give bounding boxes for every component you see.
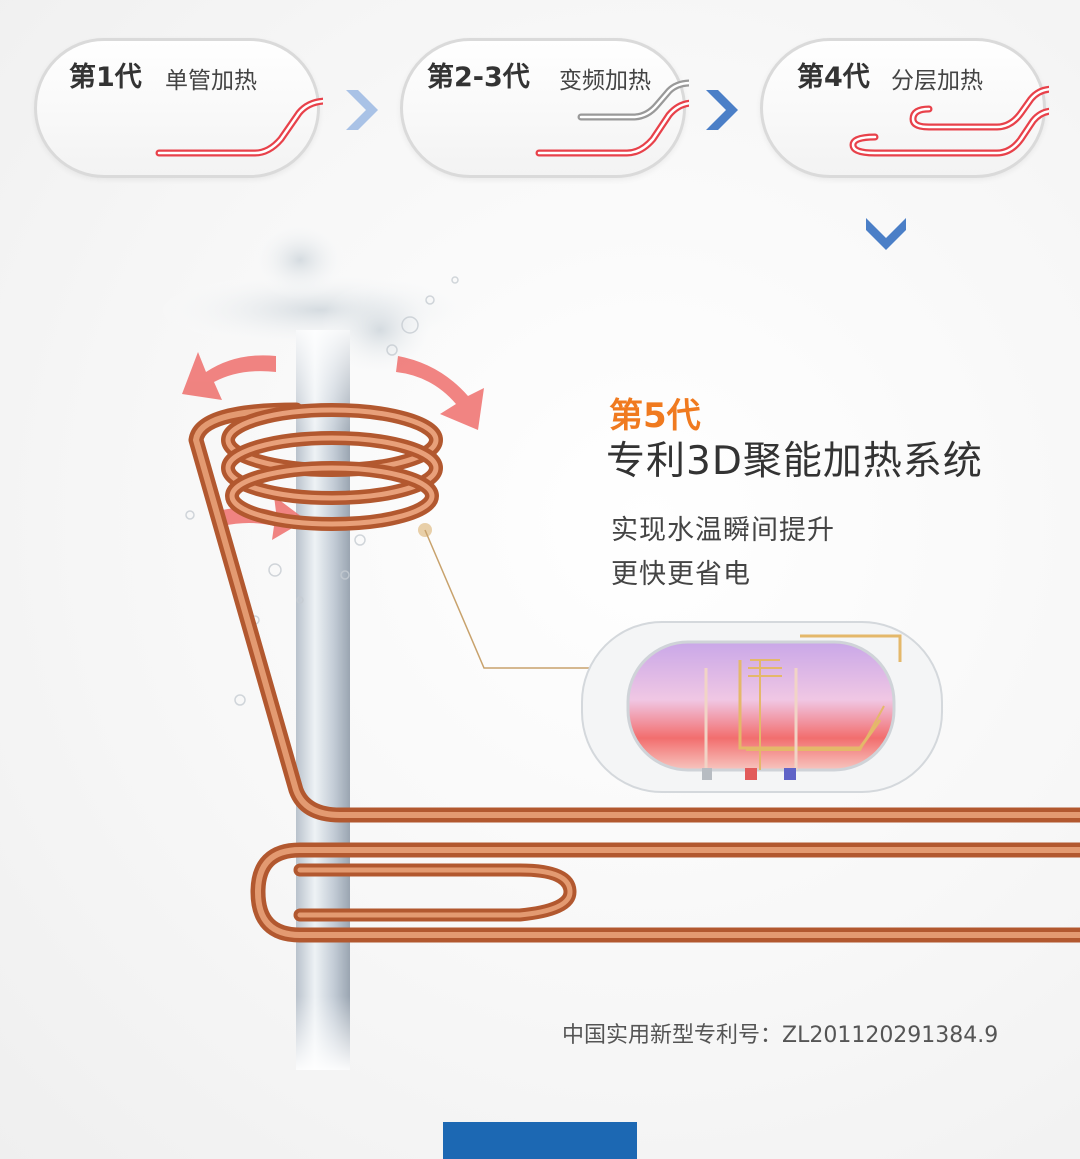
gen-card-2: 第2-3代 变频加热 <box>400 38 689 178</box>
gen-desc: 单管加热 <box>165 68 257 94</box>
generation-5-label: 第5代 <box>609 396 701 436</box>
patent-number: 中国实用新型专利号：ZL201120291384.9 <box>562 1023 999 1048</box>
chevron-right-icon <box>346 90 378 130</box>
layered-heater-icon <box>849 85 1049 157</box>
heating-coil-illustration <box>150 220 1080 1070</box>
system-title: 专利3D聚能加热系统 <box>606 439 983 484</box>
chevron-down-icon <box>866 218 906 250</box>
feature-line-2: 更快更省电 <box>611 559 751 590</box>
feature-line-1: 实现水温瞬间提升 <box>611 515 835 546</box>
gen-name: 第1代 <box>69 62 142 93</box>
gen-desc: 变频加热 <box>559 68 651 94</box>
gen-card-1: 第1代 单管加热 <box>34 38 323 178</box>
chevron-right-icon <box>706 90 738 130</box>
single-tube-heater-icon <box>155 97 323 157</box>
gen-name: 第2-3代 <box>427 62 530 93</box>
bottom-bar <box>443 1122 637 1159</box>
gen-desc: 分层加热 <box>891 68 983 94</box>
water-heater-tank-diagram <box>581 621 943 793</box>
variable-frequency-heater-icon <box>535 79 689 157</box>
gen-name: 第4代 <box>797 62 870 93</box>
gen-card-3: 第4代 分层加热 <box>760 38 1049 178</box>
